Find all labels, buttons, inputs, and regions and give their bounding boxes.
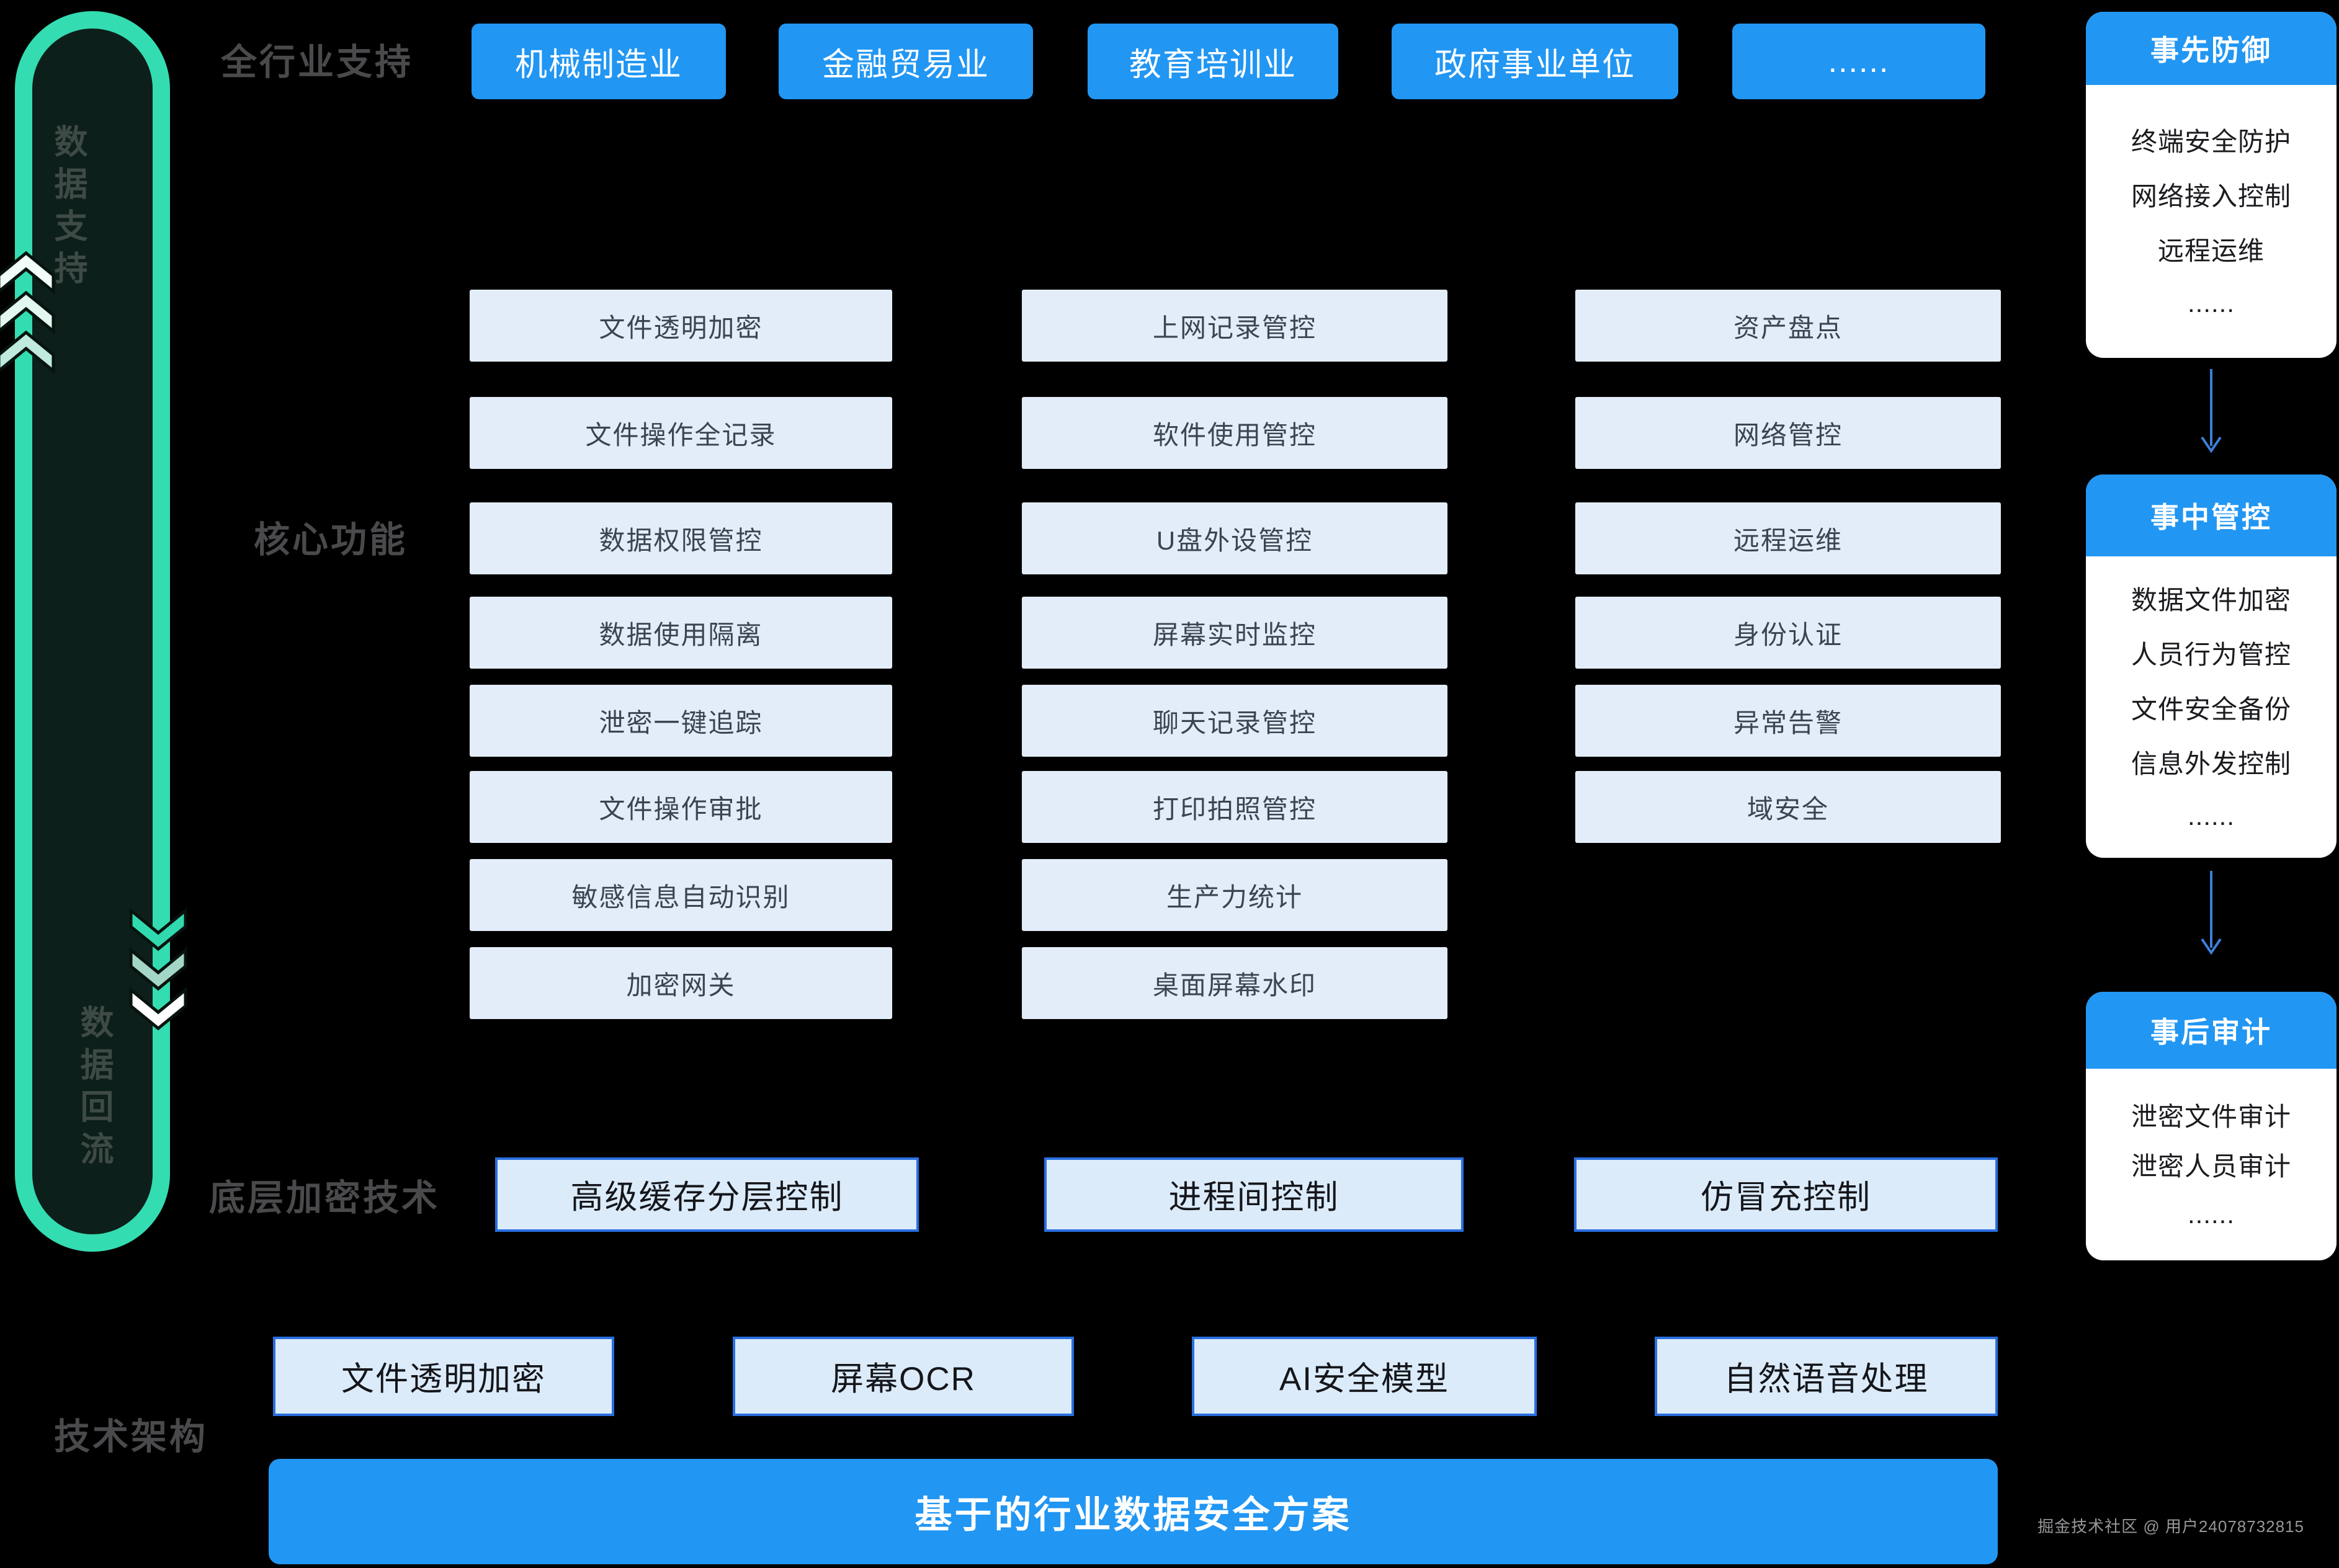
core-feature-box: 文件透明加密 [470,290,892,362]
industries-section-label: 全行业支持 [221,42,414,82]
panel-item: ...... [2187,288,2235,318]
core-feature-box: 远程运维 [1575,502,2001,574]
encryption-tech-box: 进程间控制 [1044,1157,1464,1232]
panel-item: 人员行为管控 [2131,639,2291,669]
core-feature-box: 上网记录管控 [1022,290,1447,362]
panel-body: 数据文件加密 人员行为管控 文件安全备份 信息外发控制 ...... [2086,556,2337,858]
panel-item: 远程运维 [2157,236,2265,265]
core-feature-box: 打印拍照管控 [1022,771,1447,843]
phase-panel-in-process-control: 事中管控 数据文件加密 人员行为管控 文件安全备份 信息外发控制 ...... [2086,474,2337,858]
panel-item: 网络接入控制 [2131,181,2291,211]
data-support-up-arrow-icon [0,251,55,373]
flow-down-arrow-icon [2201,369,2222,453]
core-feature-box: 文件操作审批 [470,771,892,843]
encryption-tech-box: 高级缓存分层控制 [495,1157,919,1232]
watermark-text: 掘金技术社区 @ 用户24078732815 [2037,1517,2304,1536]
industry-chip-government: 政府事业单位 [1392,24,1678,99]
panel-item: ...... [2187,1199,2235,1229]
architecture-tech-box: 屏幕OCR [733,1337,1074,1416]
industry-chip-more: ...... [1732,24,1985,99]
panel-title: 事先防御 [2086,12,2337,85]
core-feature-box: 域安全 [1575,771,2001,843]
panel-item: 终端安全防护 [2131,127,2291,156]
panel-title: 事后审计 [2086,992,2337,1069]
core-feature-box: 数据使用隔离 [470,597,892,669]
flow-down-arrow-icon [2201,871,2222,955]
phase-panel-post-audit: 事后审计 泄密文件审计 泄密人员审计 ...... [2086,992,2337,1260]
core-feature-box: 身份认证 [1575,597,2001,669]
core-feature-box: 生产力统计 [1022,859,1447,931]
industry-chip-finance: 金融贸易业 [779,24,1033,99]
architecture-tech-box: 自然语音处理 [1655,1337,1998,1416]
encryption-tech-box: 仿冒充控制 [1574,1157,1998,1232]
panel-body: 终端安全防护 网络接入控制 远程运维 ...... [2086,85,2337,358]
core-feature-box: U盘外设管控 [1022,502,1447,574]
core-feature-box: 敏感信息自动识别 [470,859,892,931]
panel-item: 数据文件加密 [2131,585,2291,615]
core-feature-box: 聊天记录管控 [1022,685,1447,757]
encryption-layer-label: 底层加密技术 [209,1178,441,1218]
core-features-label: 核心功能 [254,520,408,560]
core-feature-box: 泄密一键追踪 [470,685,892,757]
architecture-tech-box: 文件透明加密 [273,1337,614,1416]
panel-item: 文件安全备份 [2131,694,2291,724]
core-feature-box: 异常告警 [1575,685,2001,757]
core-feature-box: 屏幕实时监控 [1022,597,1447,669]
data-flow-capsule [15,11,170,1252]
panel-item: 泄密文件审计 [2131,1102,2291,1131]
architecture-tech-box: AI安全模型 [1192,1337,1537,1416]
core-feature-box: 加密网关 [470,947,892,1019]
core-feature-box: 文件操作全记录 [470,397,892,469]
core-feature-box: 软件使用管控 [1022,397,1447,469]
phase-panel-pre-defense: 事先防御 终端安全防护 网络接入控制 远程运维 ...... [2086,12,2337,358]
panel-body: 泄密文件审计 泄密人员审计 ...... [2086,1069,2337,1260]
data-support-label: 数据支持 [49,124,86,293]
architecture-label: 技术架构 [54,1417,208,1457]
panel-item: 泄密人员审计 [2131,1152,2291,1181]
core-feature-box: 桌面屏幕水印 [1022,947,1447,1019]
industry-chip-machinery: 机械制造业 [472,24,726,99]
core-feature-box: 资产盘点 [1575,290,2001,362]
data-backflow-down-arrow-icon [129,907,187,1031]
core-feature-box: 网络管控 [1575,397,2001,469]
panel-item: 信息外发控制 [2131,749,2291,778]
core-feature-box: 数据权限管控 [470,502,892,574]
panel-item: ...... [2187,801,2235,831]
data-backflow-label: 数据回流 [75,1005,112,1174]
panel-title: 事中管控 [2086,474,2337,556]
solution-banner: 基于的行业数据安全方案 [269,1459,1998,1564]
industry-chip-education: 教育培训业 [1088,24,1338,99]
